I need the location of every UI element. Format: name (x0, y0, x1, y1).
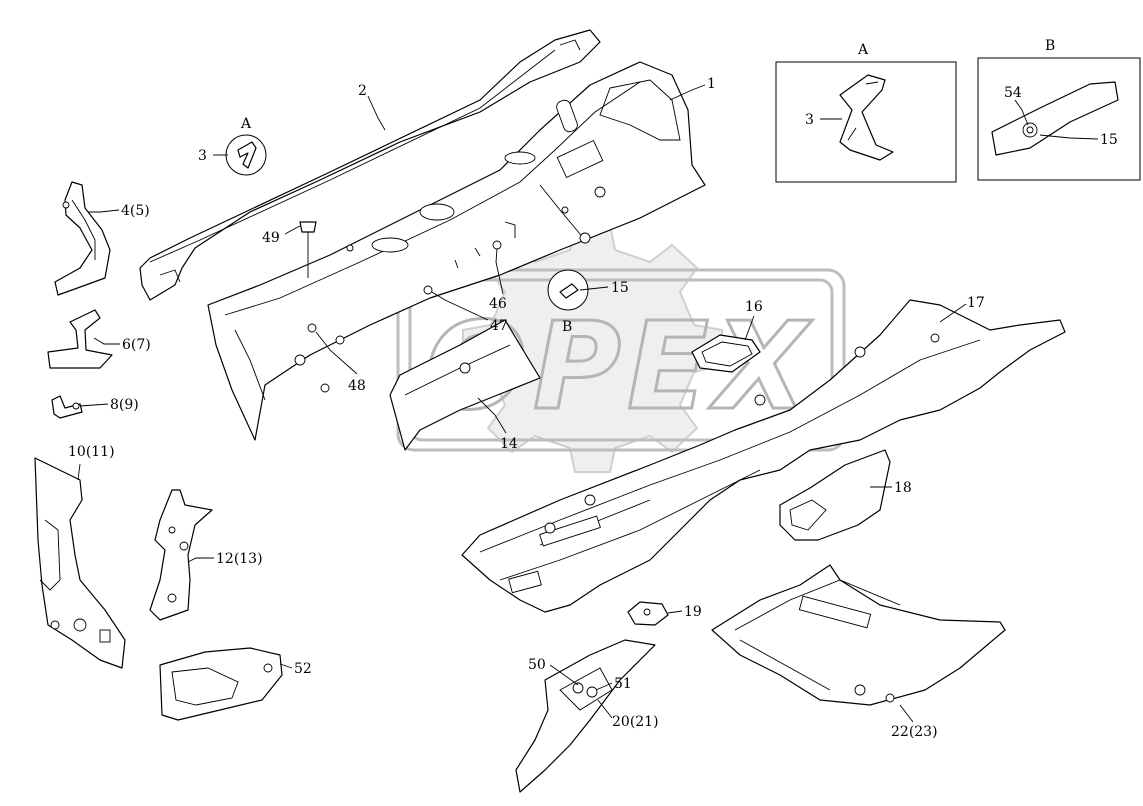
marker-b-label: B (562, 319, 572, 335)
part-20-pillar-bracket (515, 639, 656, 793)
part-49-bolt (299, 221, 317, 278)
label-46: 46 (489, 296, 507, 312)
label-48: 48 (348, 378, 366, 394)
label-3-main: 3 (198, 148, 207, 164)
label-12-13: 12(13) (216, 551, 263, 567)
part-4-bracket (54, 181, 111, 296)
detail-box-a: A (775, 42, 957, 183)
part-18-bracket (779, 449, 891, 541)
part-52-bracket (159, 647, 283, 721)
part-48-nut (307, 323, 317, 333)
part-16-cover (691, 334, 761, 373)
marker-a-label: A (240, 116, 252, 132)
fasteners (299, 221, 516, 333)
callout-marker-a: A (225, 116, 267, 176)
detail-box-b: B (977, 38, 1141, 181)
label-19: 19 (684, 604, 702, 620)
detail-a-title: A (857, 42, 869, 58)
label-8-9: 8(9) (110, 397, 139, 413)
label-4-5: 4(5) (121, 203, 150, 219)
detail-b-title: B (1045, 38, 1055, 54)
label-17: 17 (967, 295, 985, 311)
label-14: 14 (500, 436, 518, 452)
leader-lines (77, 84, 1099, 723)
part-47-nut (423, 285, 433, 295)
label-3-detail: 3 (805, 112, 814, 128)
label-22-23: 22(23) (891, 724, 938, 740)
label-1: 1 (707, 76, 716, 92)
label-20-21: 20(21) (612, 714, 659, 730)
label-50: 50 (528, 657, 546, 673)
watermark-frame (396, 268, 846, 452)
part-6-bracket (47, 309, 113, 369)
label-2: 2 (358, 83, 367, 99)
label-49: 49 (262, 230, 280, 246)
part-labels: 1 2 3 3 4(5) 6(7) 8(9) 10(11) 12(13) 14 … (68, 76, 1118, 740)
label-52: 52 (294, 661, 312, 677)
label-51: 51 (614, 676, 632, 692)
part-22-rear-floor (711, 564, 1006, 706)
part-8-clip (51, 395, 83, 419)
watermark-gear-icon (462, 224, 723, 473)
part-14-reinforcement (389, 319, 541, 451)
label-47: 47 (490, 318, 508, 334)
part-17-floor-pan (461, 299, 1066, 613)
label-54: 54 (1004, 85, 1022, 101)
label-6-7: 6(7) (122, 337, 151, 353)
label-16: 16 (745, 299, 763, 315)
label-15-detail: 15 (1100, 132, 1118, 148)
part-1-dash-panel (207, 61, 706, 441)
label-18: 18 (894, 480, 912, 496)
callout-marker-b: B (547, 269, 589, 335)
part-46-nut (492, 240, 502, 250)
label-10-11: 10(11) (68, 444, 115, 460)
label-15-main: 15 (611, 280, 629, 296)
part-19-plate (627, 601, 669, 626)
watermark-frame-inner (408, 278, 834, 442)
part-10-pillar-panel (34, 457, 126, 669)
part-2-rail (139, 29, 601, 301)
part-12-bracket (149, 489, 213, 621)
